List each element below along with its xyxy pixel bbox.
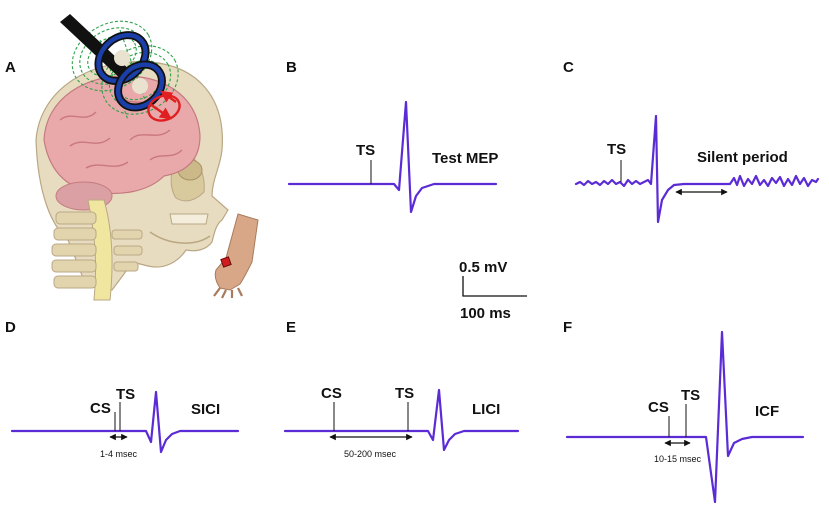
lici-label: LICI (472, 401, 500, 418)
panel-a: A (5, 14, 259, 301)
vertebrae (51, 211, 143, 289)
scale-bar: 0.5 mV 100 ms (459, 259, 527, 322)
ts-label-e: TS (395, 385, 414, 402)
panel-letter-f: F (563, 319, 572, 336)
icf-label: ICF (755, 403, 779, 420)
cs-label-f: CS (648, 399, 669, 416)
ts-label-b: TS (356, 142, 375, 159)
panel-d: D CS TS SICI 1-4 msec (5, 319, 240, 459)
ts-label-f: TS (681, 387, 700, 404)
silent-period-trace (574, 114, 820, 224)
test-mep-label: Test MEP (432, 150, 498, 167)
panel-letter-b: B (286, 59, 297, 76)
panel-letter-c: C (563, 59, 574, 76)
scale-bar-lines (462, 276, 527, 297)
sici-label: SICI (191, 401, 220, 418)
silent-period-label: Silent period (697, 149, 788, 166)
teeth (169, 213, 209, 225)
scale-time-label: 100 ms (460, 305, 511, 322)
lici-trace (283, 388, 520, 452)
hand-illustration (213, 213, 259, 299)
panel-letter-d: D (5, 319, 16, 336)
panel-letter-a: A (5, 59, 16, 76)
coil-handle (60, 14, 134, 82)
sici-interval-label: 1-4 msec (100, 449, 138, 459)
icf-trace (565, 330, 805, 504)
emg-electrode (220, 256, 232, 268)
scale-voltage-label: 0.5 mV (459, 259, 507, 276)
ts-label-c: TS (607, 141, 626, 158)
jaw (149, 231, 211, 244)
sici-trace (10, 390, 240, 454)
brain-folds (59, 95, 183, 169)
mep-trace-b (287, 100, 498, 214)
induced-current-arrows (147, 90, 181, 122)
cs-label-d: CS (90, 400, 111, 417)
panel-f: F CS TS ICF 10-15 msec (563, 319, 805, 504)
icf-interval-label: 10-15 msec (654, 454, 702, 464)
panel-e: E CS TS LICI 50-200 msec (283, 319, 520, 459)
lici-interval-label: 50-200 msec (344, 449, 397, 459)
cs-label-e: CS (321, 385, 342, 402)
ts-label-d: TS (116, 386, 135, 403)
panel-letter-e: E (286, 319, 296, 336)
panel-c: C TS Silent period (563, 59, 820, 224)
panel-b: B TS Test MEP (286, 59, 498, 214)
